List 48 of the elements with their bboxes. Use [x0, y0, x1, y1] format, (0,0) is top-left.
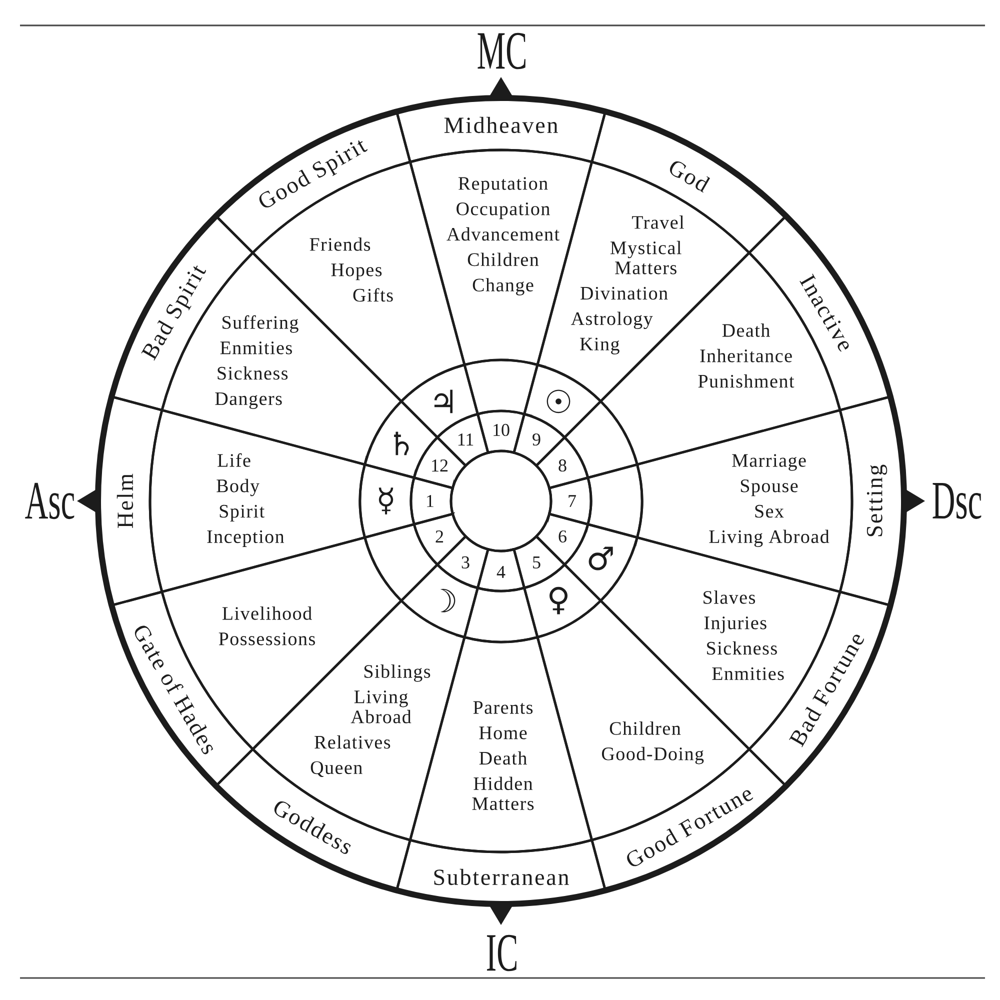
wheel-sector	[148, 408, 366, 594]
outer-ring-segment: Subterranean	[396, 838, 607, 906]
topic-text: Life	[218, 453, 250, 467]
topic-text: Parents	[473, 701, 533, 714]
angle-label: IC	[486, 934, 516, 972]
planet-ring-segment	[463, 358, 539, 416]
topic-text: Sex	[755, 504, 784, 518]
planet-ring-segment	[463, 586, 539, 644]
topic-text: Living Abroad	[350, 690, 412, 724]
number-ring-segment: 4	[476, 548, 526, 592]
topic-text: Friends	[310, 238, 370, 251]
angle-label: MC	[478, 32, 526, 70]
center-circle	[450, 450, 552, 552]
number-ring-segment: 10	[476, 410, 526, 454]
topic-text: King	[580, 338, 620, 354]
topic-text: Reputation	[458, 177, 548, 194]
topic-text: Children	[610, 722, 681, 735]
number-ring-segment: 7	[548, 476, 592, 526]
topic-text: Astrology	[570, 312, 653, 329]
angle-label: Dsc	[932, 483, 982, 519]
topic-text: Advancement	[446, 227, 560, 241]
topic-text: Home	[479, 726, 527, 740]
topic-text: Spirit	[220, 504, 264, 522]
topic-text: Inception	[207, 530, 284, 547]
topic-text: Hopes	[331, 264, 382, 280]
topic-text: Relatives	[314, 735, 390, 749]
topic-text: Death	[479, 751, 527, 765]
angle-label: Asc	[25, 482, 74, 520]
topic-text: Marriage	[732, 454, 806, 471]
outer-ring-segment: Setting	[838, 395, 906, 606]
planet-ring-segment: ☿	[358, 463, 416, 539]
topic-text: Children	[468, 252, 539, 266]
planet-ring-segment	[586, 463, 644, 539]
topic-text: Living Abroad	[709, 530, 830, 547]
topic-text: Gifts	[353, 288, 393, 302]
topic-text: Spouse	[740, 480, 798, 496]
topic-text: Occupation	[456, 202, 550, 220]
topic-text: Queen	[310, 761, 362, 777]
topic-text: Body	[216, 478, 260, 496]
topic-text: Siblings	[364, 664, 430, 682]
topic-text: Divination	[580, 286, 668, 300]
topic-text: Hidden Matters	[472, 776, 534, 810]
number-ring-segment: 1	[410, 476, 454, 526]
topic-text: Travel	[632, 216, 684, 229]
topic-text: Change	[472, 278, 534, 296]
topic-text: Good-Doing	[602, 746, 704, 764]
outer-ring-segment: Helm	[96, 396, 164, 606]
outer-ring-segment: Midheaven	[396, 96, 606, 164]
